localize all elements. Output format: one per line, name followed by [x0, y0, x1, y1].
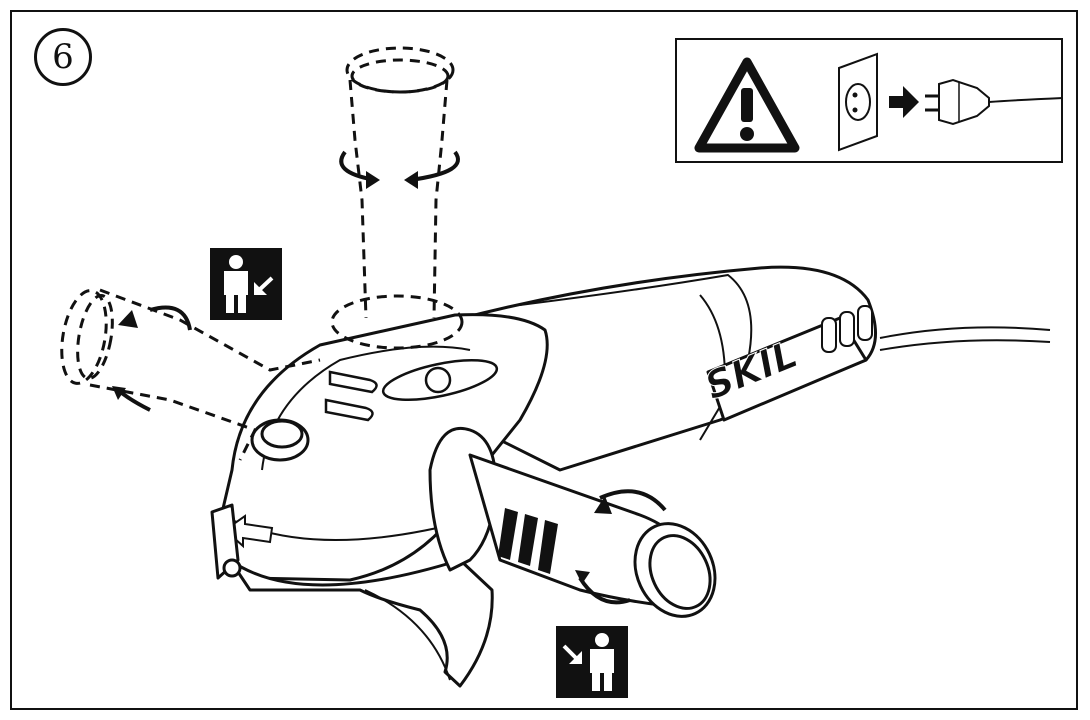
step-number: 6	[52, 37, 74, 77]
warning-triangle-icon	[694, 57, 800, 153]
rotate-arrowheads	[112, 171, 612, 584]
step-number-badge: 6	[34, 28, 92, 86]
rotate-arrow-icon	[116, 150, 667, 605]
alt-handle-top-position	[330, 46, 464, 350]
alt-handle-left-position	[60, 288, 321, 461]
unplug-warning-box	[675, 38, 1064, 163]
unplug-warning-graphic	[694, 52, 1064, 153]
power-outlet-icon	[838, 52, 878, 152]
power-cord	[879, 326, 1051, 351]
handle-mount-slots	[324, 358, 499, 422]
ventilation-slots	[821, 305, 873, 353]
plug-icon	[925, 78, 1064, 126]
person-mount-handle-icon-2	[556, 626, 628, 698]
spindle-lock-button	[250, 418, 310, 462]
wheel-guard	[210, 503, 494, 688]
handle-grip-ribs	[498, 508, 558, 574]
auxiliary-side-handle	[428, 427, 717, 618]
unplug-arrow-icon	[889, 86, 919, 118]
person-mount-handle-icon	[210, 248, 282, 320]
